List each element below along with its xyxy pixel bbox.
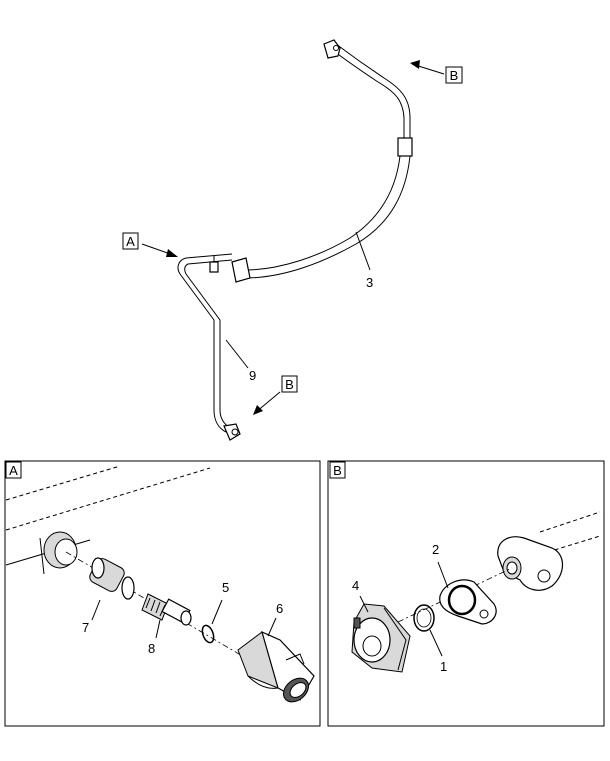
part-label-6: 6 (276, 601, 283, 616)
callout-arrows (141, 60, 445, 415)
callout-b-bottom-box: B (281, 375, 298, 393)
callout-b-top-box: B (445, 66, 463, 84)
svg-text:B: B (450, 68, 459, 83)
hose-3 (231, 39, 413, 283)
part-label-7: 7 (82, 620, 89, 635)
tube-9 (177, 253, 241, 441)
detail-b-panel: B 2 1 (327, 460, 605, 727)
main-assembly-view: A B B 3 9 (122, 39, 463, 441)
part-5-o-ring (201, 624, 215, 644)
part-label-2: 2 (432, 542, 439, 557)
part-8-fitting (141, 593, 192, 626)
detail-a-tag: A (9, 463, 18, 478)
part-label-1: 1 (440, 659, 447, 674)
svg-text:B: B (285, 377, 294, 392)
part-2-gasket (439, 579, 497, 625)
detail-b-tag: B (333, 463, 342, 478)
part-label-8: 8 (148, 641, 155, 656)
part-label-3: 3 (366, 275, 373, 290)
part-4-cover (351, 603, 411, 673)
part-6-switch (237, 630, 315, 703)
part-label-9: 9 (249, 368, 256, 383)
part-label-4: 4 (352, 578, 359, 593)
svg-text:A: A (126, 234, 135, 249)
callout-a-box: A (122, 232, 139, 250)
detail-a-panel: A 7 8 5 (4, 460, 321, 727)
part-label-5: 5 (222, 580, 229, 595)
part-7-adapter (89, 557, 135, 600)
part-1-seal (413, 604, 435, 632)
